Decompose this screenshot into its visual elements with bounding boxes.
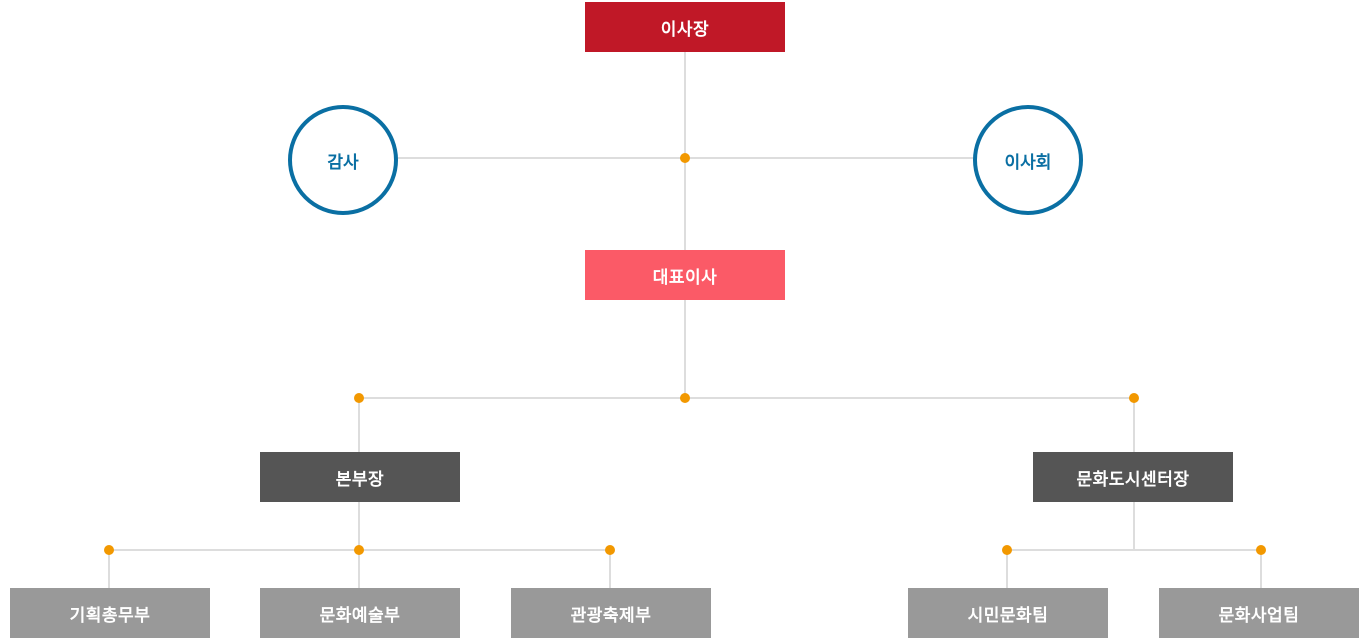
junction-dot [680, 153, 690, 163]
junction-dot [680, 393, 690, 403]
chairman-box: 이사장 [585, 2, 785, 52]
division-head-box: 본부장 [260, 452, 460, 502]
board-circle: 이사회 [973, 105, 1083, 215]
planning-dept-box: 기획총무부 [10, 588, 210, 638]
planning-dept-label: 기획총무부 [69, 605, 151, 626]
culture-arts-dept-label: 문화예술부 [319, 605, 401, 626]
tourism-festival-dept-box: 관광축제부 [511, 588, 711, 638]
auditor-circle: 감사 [288, 105, 398, 215]
ceo-box: 대표이사 [585, 250, 785, 300]
junction-dot [354, 393, 364, 403]
center-head-label: 문화도시센터장 [1076, 469, 1190, 490]
junction-dot [354, 545, 364, 555]
culture-business-team-label: 문화사업팀 [1218, 605, 1300, 626]
tourism-festival-dept-label: 관광축제부 [570, 605, 652, 626]
chairman-label: 이사장 [660, 19, 710, 40]
ceo-label: 대표이사 [652, 267, 718, 288]
junction-dot [1256, 545, 1266, 555]
division-head-label: 본부장 [335, 469, 385, 490]
center-head-box: 문화도시센터장 [1033, 452, 1233, 502]
culture-business-team-box: 문화사업팀 [1159, 588, 1359, 638]
citizen-culture-team-box: 시민문화팀 [908, 588, 1108, 638]
board-label: 이사회 [1004, 152, 1052, 173]
junction-dot [1002, 545, 1012, 555]
junction-dot [104, 545, 114, 555]
citizen-culture-team-label: 시민문화팀 [967, 605, 1049, 626]
culture-arts-dept-box: 문화예술부 [260, 588, 460, 638]
junction-dot [1129, 393, 1139, 403]
auditor-label: 감사 [327, 152, 359, 173]
junction-dot [605, 545, 615, 555]
